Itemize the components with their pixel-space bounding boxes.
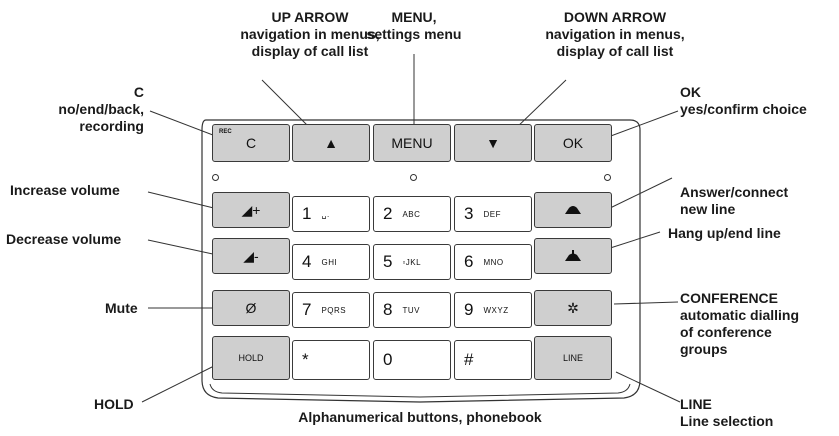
label-down-arrow: DOWN ARROW navigation in menus, display … — [545, 9, 685, 59]
conference-button[interactable]: ✲ — [534, 290, 612, 326]
label-ok: OK yes/confirm choice — [680, 84, 807, 117]
digit-key[interactable]: 8 TUV — [373, 292, 451, 328]
digit: * — [302, 350, 309, 369]
hold-button[interactable]: HOLD — [212, 336, 290, 380]
letters: ▫JKL — [402, 257, 422, 267]
label-answer: Answer/connect new line — [680, 184, 789, 217]
up-arrow-button[interactable]: ▲ — [292, 124, 370, 162]
label-hang-up: Hang up/end line — [668, 225, 781, 241]
volume-down-icon: ◢- — [243, 247, 259, 264]
conference-icon: ✲ — [567, 299, 579, 316]
digit-key[interactable]: 0 — [373, 340, 451, 380]
answer-button[interactable] — [534, 192, 612, 228]
letters: PQRS — [321, 305, 347, 315]
led-right — [604, 174, 611, 181]
label-alphanumerical: Alphanumerical buttons, phonebook — [298, 409, 542, 425]
hold-button-label: HOLD — [238, 353, 264, 363]
c-button-label: C — [245, 135, 257, 151]
label-decrease-volume: Decrease volume — [6, 231, 122, 247]
digit-key[interactable]: 6 MNO — [454, 244, 532, 280]
phone-hangup-icon — [565, 250, 581, 261]
digit: 3 — [464, 204, 474, 223]
digit-key[interactable]: 2 ABC — [373, 196, 451, 232]
menu-button[interactable]: MENU — [373, 124, 451, 162]
volume-up-button[interactable]: ◢+ — [212, 192, 290, 228]
digit-key[interactable]: 5 ▫JKL — [373, 244, 451, 280]
digit-key[interactable]: 4 GHI — [292, 244, 370, 280]
digit-key[interactable]: 1 ␣. — [292, 196, 370, 232]
label-up-arrow: UP ARROW navigation in menus, display of… — [240, 9, 380, 59]
hang-up-button[interactable] — [534, 238, 612, 274]
letters: GHI — [321, 257, 338, 267]
mute-icon: Ø — [245, 300, 257, 316]
digit-key[interactable]: 9 WXYZ — [454, 292, 532, 328]
digit-key[interactable]: 3 DEF — [454, 196, 532, 232]
label-line: LINE Line selection — [680, 396, 774, 429]
digit-key[interactable]: # — [454, 340, 532, 380]
label-increase-volume: Increase volume — [10, 182, 120, 198]
digit: 2 — [383, 204, 393, 223]
letters: ABC — [402, 209, 421, 219]
line-button-label: LINE — [562, 353, 583, 363]
label-hold: HOLD — [94, 396, 134, 412]
label-menu: MENU, settings menu — [366, 9, 462, 42]
label-conference: CONFERENCE automatic dialling of confere… — [680, 290, 800, 357]
menu-button-label: MENU — [391, 135, 433, 151]
ok-button-label: OK — [562, 135, 584, 151]
line-button[interactable]: LINE — [534, 336, 612, 380]
label-c: C no/end/back, recording — [58, 84, 144, 134]
digit: # — [464, 350, 474, 369]
digit: 6 — [464, 252, 474, 271]
ok-button[interactable]: OK — [534, 124, 612, 162]
letters: DEF — [483, 209, 501, 219]
phone-offhook-icon — [565, 206, 581, 214]
down-arrow-button[interactable]: ▼ — [454, 124, 532, 162]
c-button[interactable]: REC C — [212, 124, 290, 162]
up-arrow-icon: ▲ — [324, 135, 338, 151]
led-left — [212, 174, 219, 181]
digit: 4 — [302, 252, 312, 271]
digit: 9 — [464, 300, 474, 319]
digit-key[interactable]: 7 PQRS — [292, 292, 370, 328]
digit-key[interactable]: * — [292, 340, 370, 380]
label-mute: Mute — [105, 300, 138, 316]
led-center — [410, 174, 417, 181]
digit: 1 — [302, 204, 312, 223]
mute-button[interactable]: Ø — [212, 290, 290, 326]
digit: 8 — [383, 300, 393, 319]
volume-down-button[interactable]: ◢- — [212, 238, 290, 274]
letters: TUV — [402, 305, 420, 315]
letters: MNO — [483, 257, 504, 267]
digit: 7 — [302, 300, 312, 319]
volume-up-icon: ◢+ — [241, 201, 261, 218]
digit: 5 — [383, 252, 393, 271]
rec-label: REC — [219, 129, 232, 135]
letters: WXYZ — [483, 305, 509, 315]
letters: ␣. — [321, 209, 330, 219]
digit: 0 — [383, 350, 393, 369]
down-arrow-icon: ▼ — [486, 135, 500, 151]
